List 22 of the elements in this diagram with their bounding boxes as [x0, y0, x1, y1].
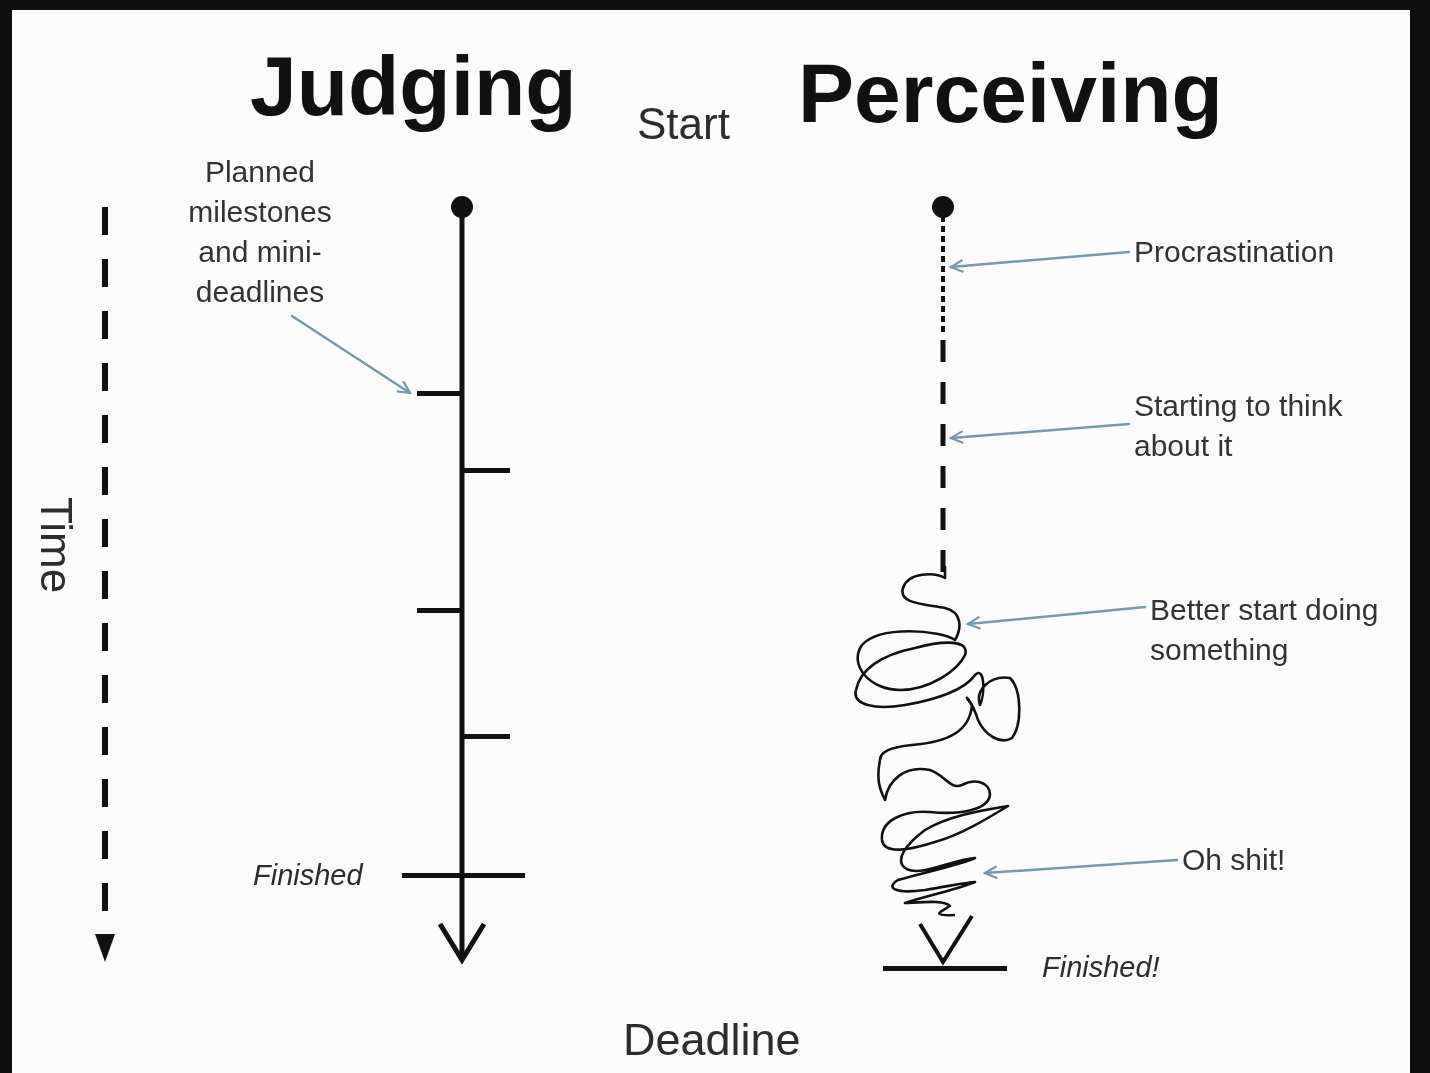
leader-line — [966, 605, 1147, 630]
finish-label: Finished — [253, 859, 363, 893]
leader-line — [949, 250, 1131, 274]
callout-text: Starting to think about it — [1134, 386, 1345, 466]
leader-line — [983, 858, 1179, 880]
leader-line — [949, 422, 1131, 445]
scribble-drawing — [854, 566, 1021, 761]
milestone-tick — [417, 391, 462, 396]
scribble-drawing — [877, 759, 1010, 917]
start-label: Start — [637, 99, 730, 150]
dotted-line — [941, 216, 945, 332]
column-heading: Judging — [250, 38, 577, 135]
deadline-label: Deadline — [623, 1014, 801, 1066]
column-heading: Perceiving — [798, 45, 1223, 142]
leader-line — [290, 314, 412, 395]
axis-label: Time — [30, 497, 81, 594]
callout-text: Oh shit! — [1182, 840, 1288, 880]
callout-text: Planned milestones and mini-deadlines — [187, 152, 333, 312]
callout-text: Procrastination — [1134, 232, 1337, 272]
dashed-line — [940, 340, 946, 572]
callout-text: Better start doing something — [1150, 590, 1381, 670]
finish-label: Finished! — [1042, 951, 1160, 985]
